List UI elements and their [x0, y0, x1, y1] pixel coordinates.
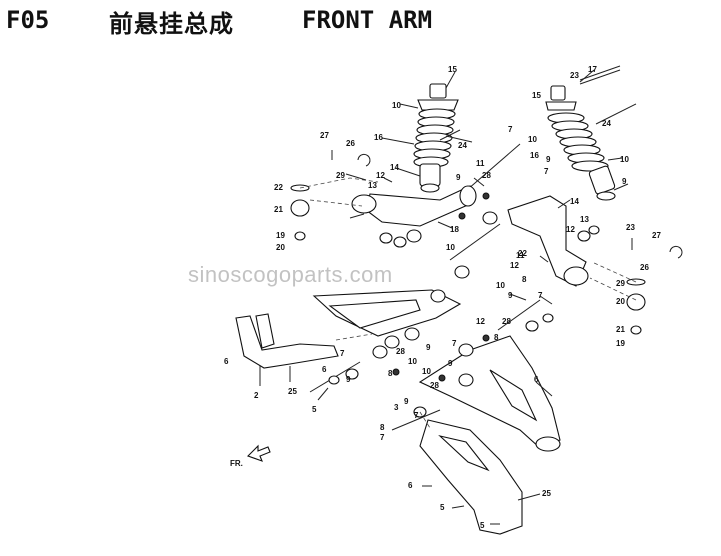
assembly-dashed-lines	[299, 177, 637, 429]
callout-label: 28	[482, 171, 491, 180]
callout-label: 20	[616, 297, 625, 306]
callout-label: 9	[426, 343, 431, 352]
diagram-title-chinese: 前悬挂总成	[109, 10, 234, 38]
lower-bracket-plate	[312, 289, 462, 337]
callout-label: 7	[538, 291, 543, 300]
callout-label: 8	[522, 275, 527, 284]
callout-label: 27	[320, 131, 329, 140]
callout-label: 7	[544, 167, 549, 176]
callout-label: 8	[388, 369, 393, 378]
callout-label: 19	[276, 231, 285, 240]
left-skid-plate	[235, 313, 339, 369]
callout-label: 21	[274, 205, 283, 214]
callout-label: 20	[276, 243, 285, 252]
callout-label: 9	[448, 359, 453, 368]
callout-label: 12	[476, 317, 485, 326]
callout-label: 8	[380, 423, 385, 432]
callout-label: 9	[346, 375, 351, 384]
callout-label: 10	[528, 135, 537, 144]
callout-label: 19	[616, 339, 625, 348]
callout-label: 23	[626, 223, 635, 232]
callout-label: 22	[518, 249, 527, 258]
ball-joints	[290, 184, 646, 335]
callout-label: 14	[390, 163, 399, 172]
callout-label: 26	[346, 139, 355, 148]
callout-label: 14	[570, 197, 579, 206]
callout-label: 12	[376, 171, 385, 180]
callout-label: 25	[288, 387, 297, 396]
callout-label: 15	[532, 91, 541, 100]
callout-label: 18	[450, 225, 459, 234]
callout-label: 12	[510, 261, 519, 270]
callout-label: 6	[408, 481, 413, 490]
bushings-washers	[328, 192, 600, 418]
callout-label: 28	[502, 317, 511, 326]
callout-label: 24	[458, 141, 467, 150]
callout-label: 6	[322, 365, 327, 374]
callout-label: 13	[580, 215, 589, 224]
upper-a-arm	[351, 185, 477, 227]
callout-label: 28	[430, 381, 439, 390]
callout-label: 8	[494, 333, 499, 342]
small-bolts	[259, 150, 633, 525]
callout-label: 10	[408, 357, 417, 366]
callout-label: 7	[380, 433, 385, 442]
right-shock-absorber	[545, 85, 616, 201]
callout-label: 3	[394, 403, 399, 412]
diagram-code: F05	[6, 6, 50, 34]
callout-leader-lines	[317, 69, 629, 501]
callout-label: 9	[456, 173, 461, 182]
callout-label: 5	[312, 405, 317, 414]
upper-a-arm-right	[507, 195, 589, 287]
callout-label: 11	[476, 159, 485, 168]
callout-label: 10	[446, 243, 455, 252]
front-direction-arrow	[246, 444, 271, 462]
callout-label: 2	[254, 391, 259, 400]
callout-label: 7	[414, 411, 419, 420]
callout-label: 25	[542, 489, 551, 498]
diagram-title-english: FRONT ARM	[302, 6, 433, 34]
callout-label: 7	[452, 339, 457, 348]
callout-label: 10	[496, 281, 505, 290]
callout-label: 9	[546, 155, 551, 164]
callout-label: 29	[616, 279, 625, 288]
callout-label: 15	[448, 65, 457, 74]
callout-label: 5	[440, 503, 445, 512]
callout-label: 6	[534, 375, 539, 384]
callout-label: 17	[588, 65, 597, 74]
callout-label: 28	[396, 347, 405, 356]
callout-label: 7	[340, 349, 345, 358]
lower-a-arm	[418, 335, 561, 452]
callout-label: 22	[274, 183, 283, 192]
callout-label: 7	[508, 125, 513, 134]
callout-label: 12	[566, 225, 575, 234]
callout-label: 10	[620, 155, 629, 164]
callout-label: 9	[404, 397, 409, 406]
callout-label: 27	[652, 231, 661, 240]
callout-label: 6	[224, 357, 229, 366]
callout-label: 10	[422, 367, 431, 376]
right-guard-plate	[419, 419, 523, 535]
callout-label: 10	[392, 101, 401, 110]
callout-label: 16	[530, 151, 539, 160]
callout-label: 5	[480, 521, 485, 530]
callout-label: 26	[640, 263, 649, 272]
circlips	[357, 153, 683, 259]
callout-label: 29	[336, 171, 345, 180]
callout-label: 9	[622, 177, 627, 186]
callout-label: 21	[616, 325, 625, 334]
callout-numbers: 15 10 16 24 27 26 29 14 12 13 22 21 19 2…	[224, 65, 661, 530]
callout-label: 11	[516, 251, 525, 260]
watermark-text: sinoscogoparts.com	[188, 262, 393, 287]
callout-label: 13	[368, 181, 377, 190]
left-shock-absorber	[413, 83, 459, 193]
callout-label: 16	[374, 133, 383, 142]
callout-label: 23	[570, 71, 579, 80]
callout-label: 9	[508, 291, 513, 300]
front-direction-label: FR.	[230, 459, 243, 468]
callout-label: 24	[602, 119, 611, 128]
